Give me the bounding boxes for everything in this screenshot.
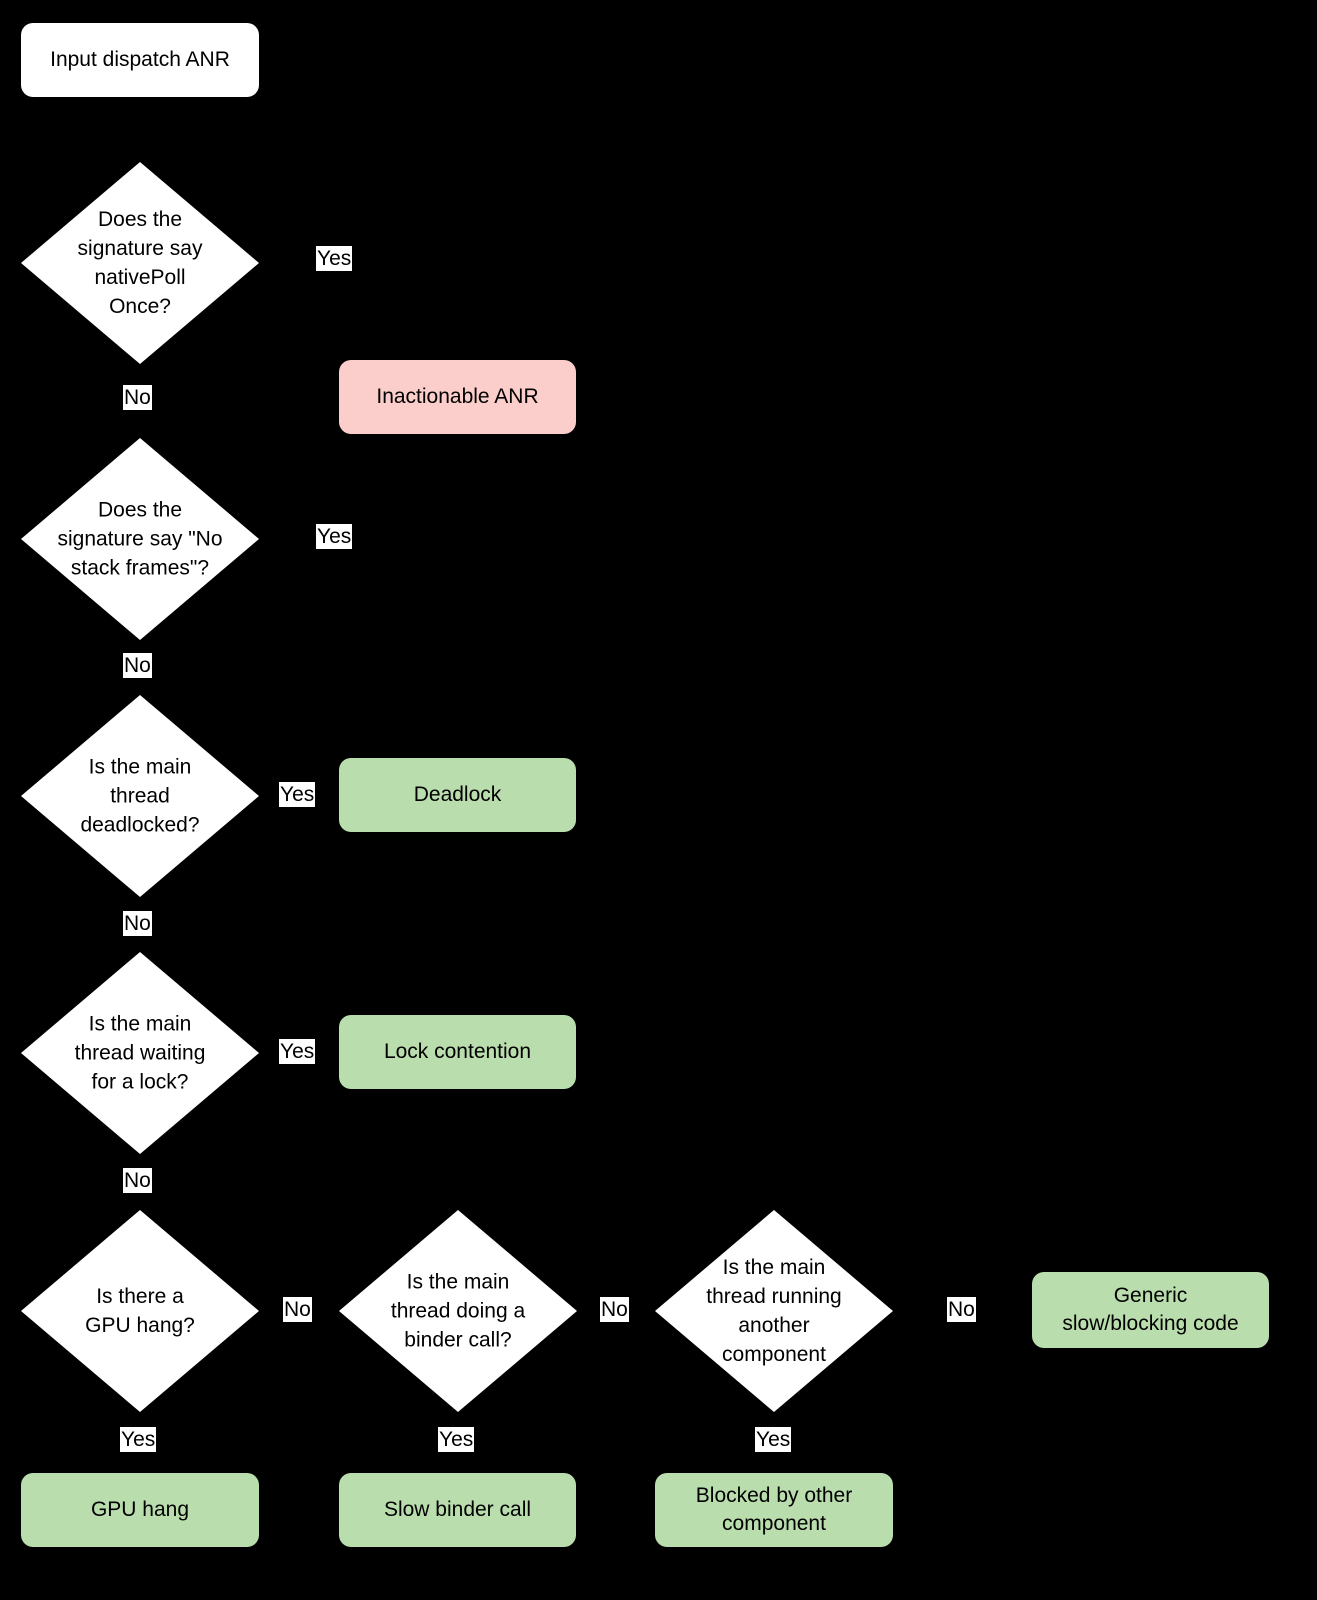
node-decision-no-stack-frames[interactable]: Does the signature say "No stack frames"… <box>21 438 259 640</box>
node-decision-binder-call[interactable]: Is the main thread doing a binder call? <box>339 1210 577 1412</box>
node-decision-main-thread-deadlocked[interactable]: Is the main thread deadlocked? <box>21 695 259 897</box>
node-label: Is the main thread doing a binder call? <box>390 1270 526 1352</box>
edge-label-d1-yes: Yes <box>316 246 353 271</box>
node-outcome-inactionable-anr[interactable]: Inactionable ANR <box>339 360 576 434</box>
node-decision-native-poll-once[interactable]: Does the signature say nativePoll Once? <box>21 162 259 364</box>
edge-label-d5-no: No <box>283 1297 312 1322</box>
node-label: Is the main thread waiting for a lock? <box>74 1012 206 1094</box>
diamond-shape <box>21 952 259 1154</box>
edge-start-to-d1 <box>138 97 140 163</box>
node-label: Does the signature say "No stack frames"… <box>57 498 223 580</box>
node-outcome-deadlock[interactable]: Deadlock <box>339 758 576 832</box>
diamond-shape <box>339 1210 577 1412</box>
node-outcome-generic-slow-blocking-code[interactable]: Generic slow/blocking code <box>1032 1272 1269 1348</box>
diamond-shape <box>21 162 259 364</box>
node-label: Does the signature say nativePoll Once? <box>77 208 203 318</box>
diamond-shape <box>21 1210 259 1412</box>
node-label: Is the main thread deadlocked? <box>80 755 200 837</box>
node-outcome-slow-binder-call[interactable]: Slow binder call <box>339 1473 576 1547</box>
edge-label-d2-no: No <box>123 653 152 678</box>
node-decision-main-thread-waiting-lock[interactable]: Is the main thread waiting for a lock? <box>21 952 259 1154</box>
diamond-shape <box>655 1210 893 1412</box>
edge-label-d2-yes: Yes <box>316 524 353 549</box>
edge-label-d7-no: No <box>947 1297 976 1322</box>
edge-label-d4-yes: Yes <box>279 1039 316 1064</box>
node-label: Is there a GPU hang? <box>85 1285 195 1337</box>
node-decision-gpu-hang[interactable]: Is there a GPU hang? <box>21 1210 259 1412</box>
edge-label-d6-yes: Yes <box>438 1427 475 1452</box>
edge-label-d5-yes: Yes <box>120 1427 157 1452</box>
edge-label-d4-no: No <box>123 1168 152 1193</box>
edge-d1-yes <box>258 262 318 264</box>
edge-d2-yes <box>258 539 318 541</box>
edge-label-d6-no: No <box>600 1297 629 1322</box>
node-outcome-gpu-hang[interactable]: GPU hang <box>21 1473 259 1547</box>
diamond-shape <box>21 438 259 640</box>
node-outcome-lock-contention[interactable]: Lock contention <box>339 1015 576 1089</box>
node-decision-running-another-component[interactable]: Is the main thread running another compo… <box>655 1210 893 1412</box>
diamond-shape <box>21 695 259 897</box>
edge-label-d3-yes: Yes <box>279 782 316 807</box>
node-label: Is the main thread running another compo… <box>706 1256 842 1366</box>
edge-label-d1-no: No <box>123 385 152 410</box>
node-outcome-blocked-by-other-component[interactable]: Blocked by other component <box>655 1473 893 1547</box>
node-input-dispatch-anr[interactable]: Input dispatch ANR <box>21 23 259 97</box>
edge-label-d3-no: No <box>123 911 152 936</box>
edge-label-d7-yes: Yes <box>755 1427 792 1452</box>
